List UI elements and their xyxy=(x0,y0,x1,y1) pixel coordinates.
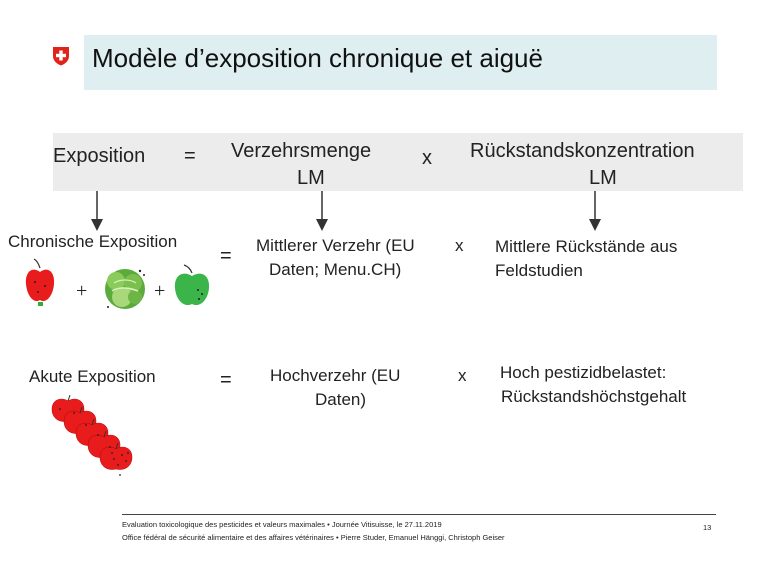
acute-label: Akute Exposition xyxy=(29,367,156,386)
chronic-label: Chronische Exposition xyxy=(8,232,178,251)
page-title: Modèle d’exposition chronique et aiguë xyxy=(92,43,543,73)
chronic-residue-line2: Feldstudien xyxy=(495,261,583,280)
plus-sign-2: + xyxy=(154,280,166,302)
exposition-label: Exposition xyxy=(53,145,146,167)
red-apple-icon xyxy=(25,258,55,306)
stacked-apple-5 xyxy=(99,442,133,470)
green-apple-icon xyxy=(174,264,210,306)
acute-consumption-line2: Daten) xyxy=(315,390,367,409)
lm-rueckstand: LM xyxy=(589,167,617,189)
swiss-flag-icon xyxy=(53,47,69,66)
equals-sign: = xyxy=(184,145,196,167)
page-number: 13 xyxy=(703,523,712,532)
chronic-consumption-line1: Mittlerer Verzehr (EU xyxy=(256,236,415,255)
footer-divider xyxy=(122,514,716,515)
plus-sign-1: + xyxy=(76,280,88,302)
lettuce-icon xyxy=(105,269,145,309)
apple-stack-icon xyxy=(51,395,133,476)
acute-equals: = xyxy=(220,369,232,391)
lm-verzehr: LM xyxy=(297,167,325,189)
acute-times: x xyxy=(458,366,467,385)
acute-consumption-line1: Hochverzehr (EU xyxy=(270,366,401,385)
rueckstand-label: Rückstandskonzentration xyxy=(470,140,695,162)
times-sign: x xyxy=(422,147,432,169)
title-banner xyxy=(84,35,717,90)
chronic-residue-line1: Mittlere Rückstände aus xyxy=(495,237,678,256)
acute-residue-line2: Rückstandshöchstgehalt xyxy=(501,387,687,406)
chronic-consumption-line2: Daten; Menu.CH) xyxy=(269,260,402,279)
verzehr-label: Verzehrsmenge xyxy=(231,140,372,162)
footer-line2: Office fédéral de sécurité alimentaire e… xyxy=(122,533,505,542)
chronic-equals: = xyxy=(220,245,232,267)
footer-line1: Evaluation toxicologique des pesticides … xyxy=(122,520,442,529)
acute-residue-line1: Hoch pestizidbelastet: xyxy=(500,363,667,382)
formula-box xyxy=(53,133,743,191)
chronic-times: x xyxy=(455,236,464,255)
